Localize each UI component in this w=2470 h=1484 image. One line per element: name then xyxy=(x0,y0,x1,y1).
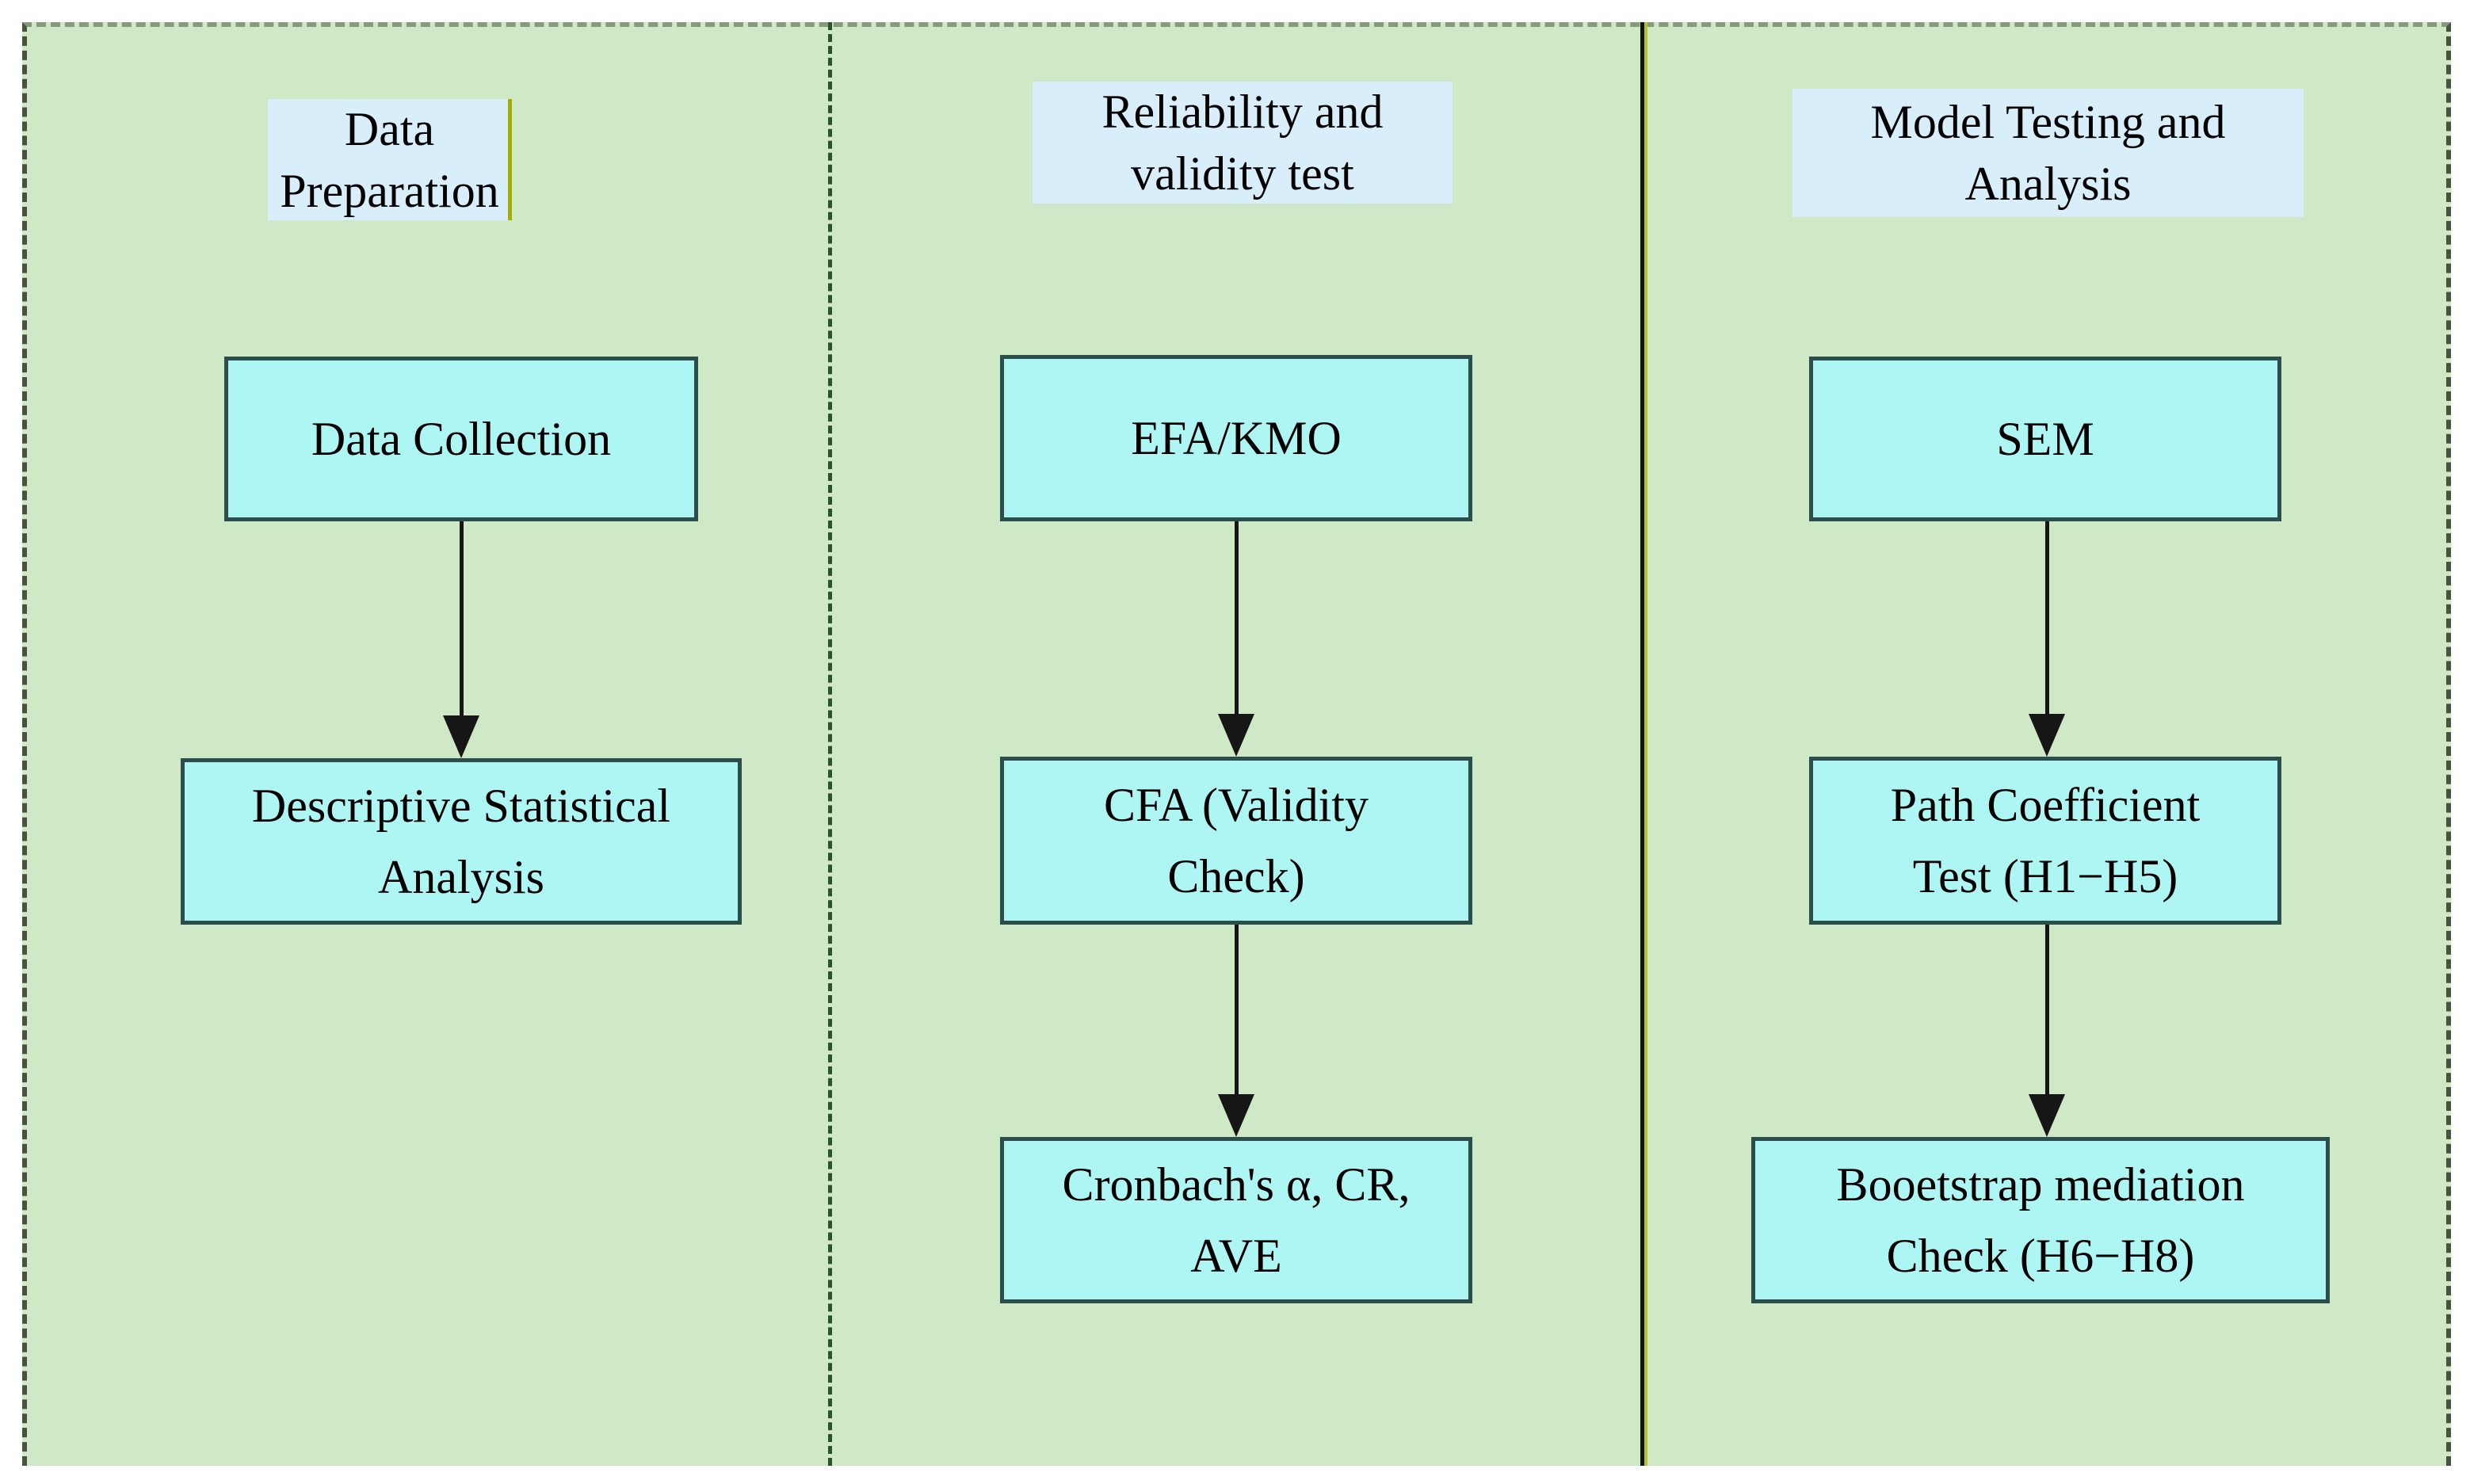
header-line: validity test xyxy=(1131,147,1354,200)
box-data-collection: Data Collection xyxy=(224,357,698,521)
box-label-line: Analysis xyxy=(378,851,544,903)
box-label-line: AVE xyxy=(1190,1230,1282,1282)
box-descriptive-statistical-analysis: Descriptive Statistical Analysis xyxy=(181,758,742,925)
arrow-shaft xyxy=(2045,521,2049,716)
box-label-line: Data Collection xyxy=(311,413,612,465)
arrow-head xyxy=(1218,1094,1254,1137)
arrow-head xyxy=(1218,714,1254,757)
header-data-preparation: Data Preparation xyxy=(268,99,511,220)
box-label-line: EFA/KMO xyxy=(1131,412,1342,464)
box-label-line: Check (H6−H8) xyxy=(1886,1230,2195,1282)
arrow-head xyxy=(2029,714,2065,757)
header-line: Data xyxy=(344,102,435,155)
header-reliability-validity-test: Reliability and validity test xyxy=(1033,82,1453,204)
caret-mark xyxy=(508,99,512,220)
header-line: Reliability and xyxy=(1101,86,1384,138)
box-path-coefficient-test: Path Coefficient Test (H1−H5) xyxy=(1809,757,2281,925)
box-label-line: Booetstrap mediation xyxy=(1836,1158,2245,1211)
box-bootstrap-mediation-check: Booetstrap mediation Check (H6−H8) xyxy=(1751,1137,2330,1303)
arrow-shaft xyxy=(1235,521,1239,716)
header-line: Analysis xyxy=(1964,158,2132,210)
box-label-line: Path Coefficient xyxy=(1890,779,2201,831)
box-cfa-validity-check: CFA (Validity Check) xyxy=(1000,757,1472,925)
box-label-line: SEM xyxy=(1996,413,2094,465)
arrow-shaft xyxy=(460,521,464,718)
header-line: Model Testing and xyxy=(1870,96,2226,148)
header-line: Preparation xyxy=(280,164,499,217)
box-label-line: Test (H1−H5) xyxy=(1912,850,2178,902)
box-label-line: Check) xyxy=(1167,850,1305,902)
column-divider-dashed xyxy=(828,22,832,1466)
box-efa-kmo: EFA/KMO xyxy=(1000,355,1472,521)
column-divider-solid xyxy=(1640,22,1647,1466)
header-model-testing-analysis: Model Testing and Analysis xyxy=(1792,89,2304,217)
box-label-line: Cronbach's α, CR, xyxy=(1062,1158,1411,1211)
box-label-line: CFA (Validity xyxy=(1104,779,1369,831)
arrow-shaft xyxy=(2045,925,2049,1097)
arrow-head xyxy=(2029,1094,2065,1137)
arrow-shaft xyxy=(1235,925,1239,1097)
arrow-head xyxy=(443,715,479,758)
box-label-line: Descriptive Statistical xyxy=(251,780,671,832)
box-sem: SEM xyxy=(1809,357,2281,521)
box-cronbach-cr-ave: Cronbach's α, CR, AVE xyxy=(1000,1137,1472,1303)
